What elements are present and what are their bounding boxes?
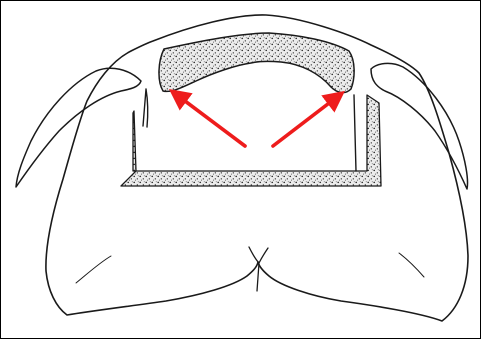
- lower-stippled-trough: [121, 95, 381, 186]
- central-notch: [249, 247, 268, 291]
- inner-right-post: [354, 95, 356, 171]
- arrow-left: [177, 95, 245, 146]
- right-lobe-crease: [399, 253, 424, 277]
- left-lobe-crease: [76, 256, 111, 283]
- arrow-right: [273, 97, 337, 146]
- inner-left-post: [143, 89, 148, 127]
- upper-stippled-band: [159, 33, 354, 93]
